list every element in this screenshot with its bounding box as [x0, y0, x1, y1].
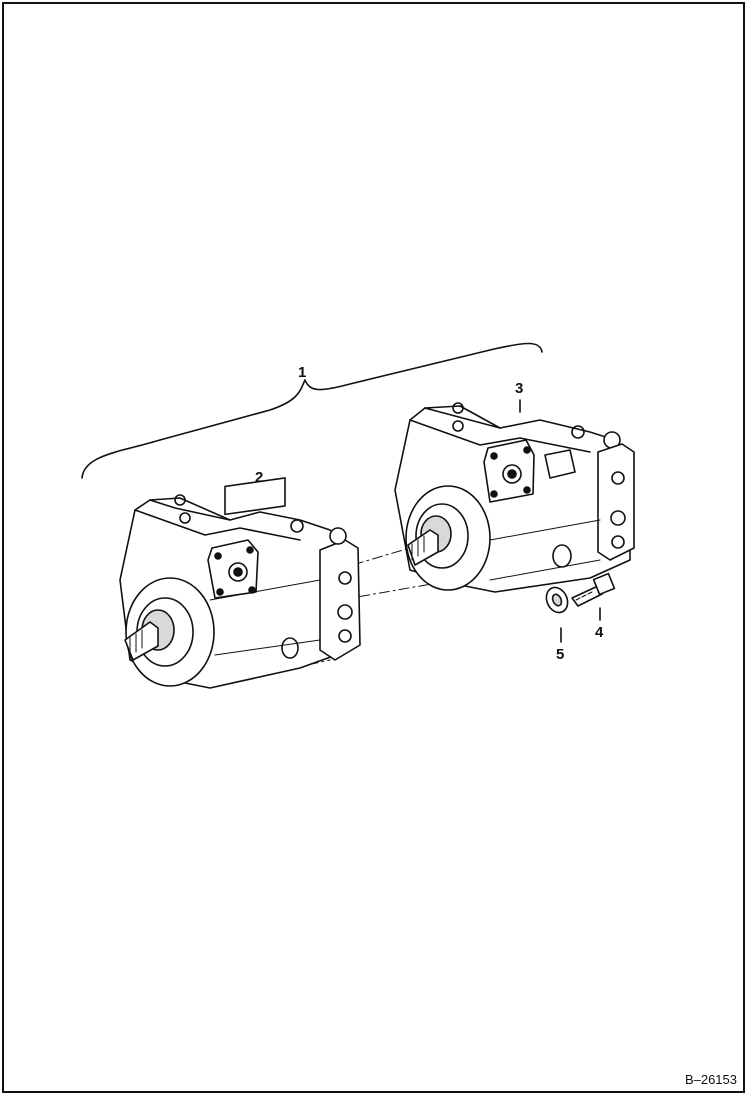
assembly-bracket [81, 342, 543, 479]
callout-3: 3 [515, 380, 524, 397]
pump-right-shaft [407, 529, 439, 566]
bolt-head [452, 420, 464, 432]
pump-left-valve-block [319, 539, 361, 661]
callout-1: 1 [298, 364, 307, 381]
bolt-head [452, 402, 464, 414]
bolt-head [179, 512, 191, 524]
pump-right-valve-block [597, 443, 635, 561]
callout-5: 5 [556, 646, 565, 663]
bolt-head [174, 494, 186, 506]
callout-2: 2 [255, 469, 264, 486]
bolt-part-4 [571, 572, 616, 607]
hydrostatic-pump-left [119, 477, 361, 689]
hydrostatic-pump-right [394, 402, 635, 593]
bolt-head [571, 425, 585, 439]
washer-part-5 [545, 586, 569, 614]
bolt-head [290, 519, 304, 533]
callout-4: 4 [595, 624, 604, 641]
figure-reference-number: B–26153 [684, 1072, 737, 1087]
pump-left-top-block [224, 477, 286, 516]
